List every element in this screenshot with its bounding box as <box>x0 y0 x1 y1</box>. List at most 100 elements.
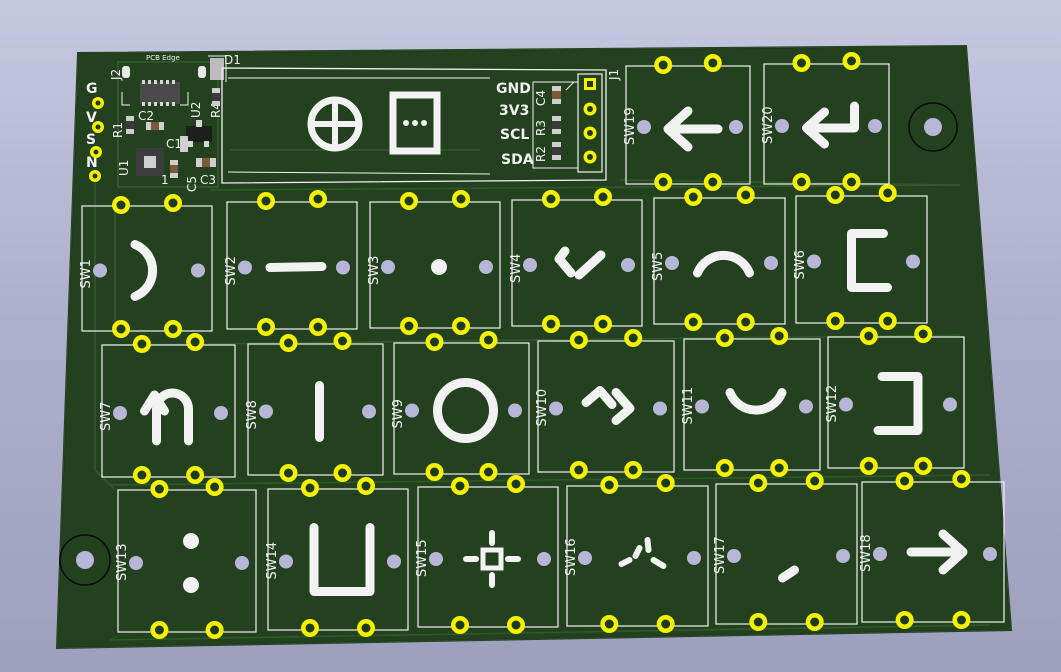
rays-glyph <box>618 537 667 569</box>
switch-peg-left <box>807 254 821 269</box>
switch-outline <box>653 197 786 325</box>
switch-ref-label: SW1 <box>79 259 94 288</box>
pin-label-v: V <box>86 110 97 126</box>
keyswitch-sw16: SW16 <box>564 474 709 633</box>
switch-peg-right <box>235 556 249 570</box>
sparkle-square-glyph <box>463 530 521 588</box>
keyswitch-sw11: SW11 <box>681 327 821 477</box>
switch-ref-label: SW17 <box>713 536 728 574</box>
header-j1: GND 3V3 SCL SDA C4 R3 R2 J1 <box>496 69 621 173</box>
mount-hole-left <box>59 534 111 586</box>
ref-c5: C5 <box>185 176 199 192</box>
switch-outline <box>81 205 213 332</box>
keyswitch-sw1: SW1 <box>79 194 213 338</box>
mount-hole-right-drill <box>924 118 942 136</box>
switch-peg-left <box>129 556 143 570</box>
switch-peg-right <box>214 406 228 420</box>
switch-peg-left <box>113 406 127 420</box>
copper-traces <box>94 149 991 641</box>
keyswitch-sw19: SW19 <box>623 54 751 191</box>
keyswitch-sw6: SW6 <box>793 184 928 330</box>
keyswitch-sw20: SW20 <box>761 52 890 191</box>
pin-label-n: N <box>86 155 98 171</box>
switch-outline <box>267 488 409 631</box>
keyswitch-sw10: SW10 <box>535 329 675 479</box>
switch-peg-right <box>653 401 667 416</box>
undo-arrow-glyph <box>140 388 193 446</box>
switch-ref-label: SW14 <box>265 542 280 580</box>
switch-peg-left <box>279 554 293 569</box>
switch-peg-left <box>238 260 252 275</box>
keyswitch-sw14: SW14 <box>265 477 409 637</box>
switch-ref-label: SW6 <box>793 250 808 279</box>
ref-u2: U2 <box>189 102 203 118</box>
switch-outline <box>683 338 821 471</box>
colon-glyph <box>183 533 199 593</box>
switch-peg-right <box>729 120 743 134</box>
switch-peg-left <box>839 397 853 412</box>
ref-one: 1 <box>161 173 169 187</box>
dot-glyph <box>431 259 447 275</box>
switch-ref-label: SW19 <box>623 107 638 145</box>
top-left-module: PCB Edge G V S N J2 D1 U2 R1 C2 R4 <box>86 53 241 192</box>
switch-outline <box>247 343 384 476</box>
switch-peg-left <box>93 263 107 278</box>
ref-r3: R3 <box>534 120 548 136</box>
switch-outline <box>369 201 501 329</box>
switch-peg-right <box>764 256 778 270</box>
pcb-edge-label: PCB Edge <box>146 54 180 62</box>
switch-outline <box>117 489 257 633</box>
keyswitch-sw7: SW7 <box>99 333 236 484</box>
switch-ref-label: SW8 <box>245 400 260 429</box>
switch-outline <box>715 483 858 625</box>
switch-peg-right <box>983 547 997 561</box>
switch-ref-label: SW16 <box>564 538 579 576</box>
circle-glyph <box>433 378 498 443</box>
switch-outline <box>393 342 530 475</box>
switch-peg-left <box>727 549 741 563</box>
mount-hole-right <box>908 102 958 152</box>
switch-peg-right <box>621 258 635 272</box>
ref-j1: J1 <box>607 69 621 81</box>
switch-peg-left <box>381 260 395 274</box>
switch-peg-right <box>508 403 522 418</box>
keyswitch-sw17: SW17 <box>713 472 858 631</box>
switch-peg-left <box>775 119 789 133</box>
switch-peg-right <box>191 263 205 278</box>
switch-ref-label: SW18 <box>859 534 874 572</box>
switch-peg-right <box>868 119 882 133</box>
pin-label-s: S <box>86 132 96 148</box>
switch-peg-left <box>637 120 651 134</box>
keyswitch-sw4: SW4 <box>509 188 643 333</box>
switch-peg-left <box>873 547 887 561</box>
arch-up-glyph <box>693 250 754 278</box>
switch-outline <box>101 344 236 478</box>
switch-peg-left <box>429 552 443 566</box>
switch-peg-left <box>405 403 419 418</box>
switch-outline <box>417 486 559 628</box>
switch-ref-label: SW3 <box>367 256 382 285</box>
bracket-right-glyph <box>873 372 923 435</box>
mount-hole-left-drill <box>76 551 94 569</box>
switch-ref-label: SW11 <box>681 387 696 425</box>
switch-outline <box>861 481 1005 623</box>
switch-peg-right <box>537 552 551 566</box>
switch-outline <box>763 63 890 185</box>
ref-r4: R4 <box>209 102 223 118</box>
keyswitch-sw18: SW18 <box>859 470 1005 629</box>
switch-ref-label: SW15 <box>415 539 430 577</box>
ref-c4: C4 <box>534 90 548 106</box>
switch-outline <box>566 485 709 627</box>
keyswitch-sw9: SW9 <box>391 331 530 481</box>
oled-display-footprint <box>221 67 607 184</box>
switch-ref-label: SW5 <box>651 252 666 281</box>
keyswitch-sw3: SW3 <box>367 190 501 335</box>
switch-peg-left <box>695 399 709 414</box>
tick-glyph <box>778 565 799 583</box>
pcb-board-edge <box>56 45 1012 649</box>
pin-label-gnd: GND <box>496 81 531 97</box>
switch-peg-right <box>479 260 493 274</box>
keyswitch-sw12: SW12 <box>825 325 965 475</box>
